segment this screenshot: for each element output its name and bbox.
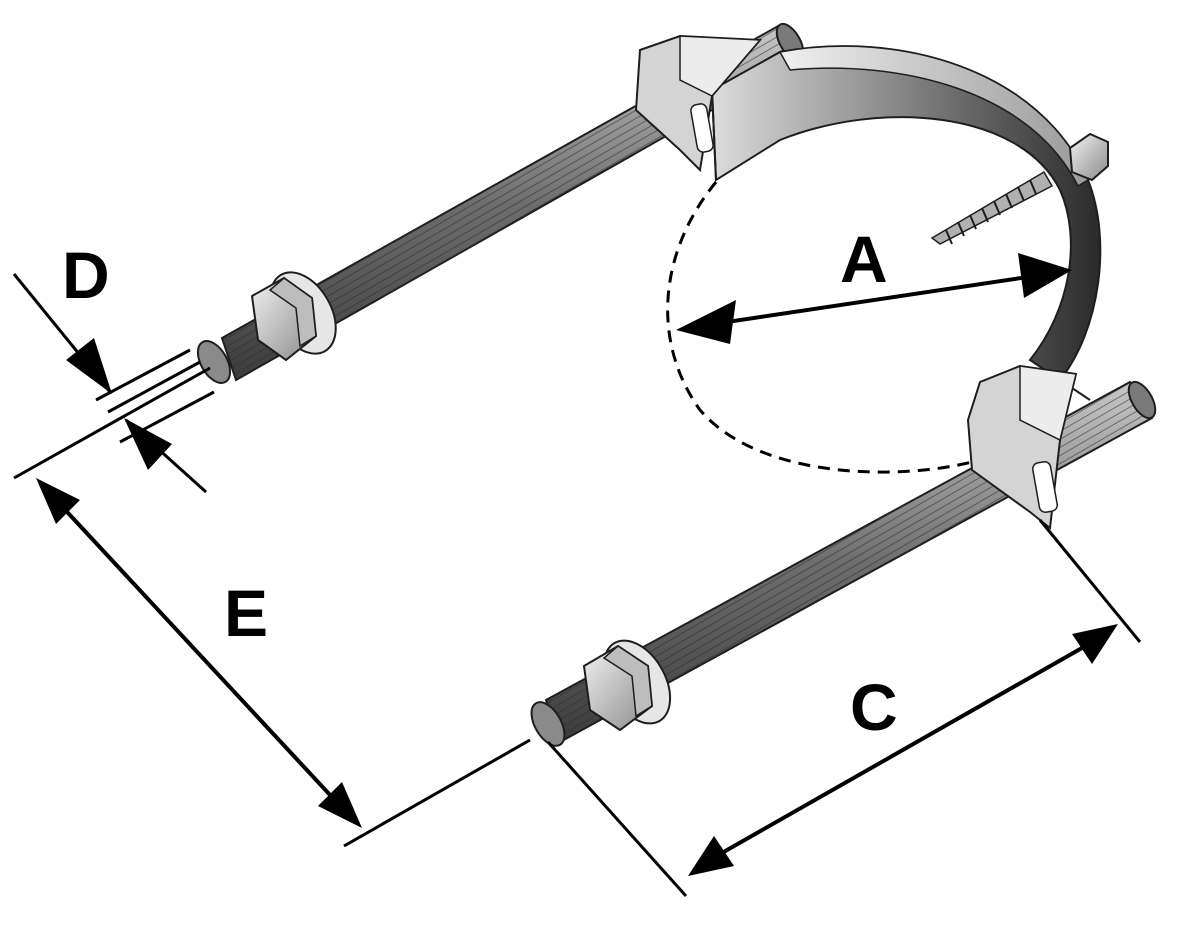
lower-hex-nut	[582, 639, 672, 732]
wood-screw	[930, 170, 1054, 245]
dimension-label-c: C	[850, 670, 898, 744]
dimension-label-e: E	[224, 576, 268, 650]
upper-bracket	[634, 34, 763, 173]
dimension-label-d: D	[62, 238, 110, 312]
hex-bolt-head	[1068, 132, 1109, 182]
dimension-d	[12, 273, 215, 494]
dimension-label-a: A	[840, 222, 888, 296]
lower-bracket	[966, 364, 1078, 530]
dimension-a	[676, 253, 1072, 344]
dimension-e	[13, 366, 531, 848]
pipe-outline-dashed	[666, 181, 973, 474]
dimension-c	[546, 519, 1142, 898]
upper-hex-nut	[250, 271, 337, 362]
clamp-band	[710, 45, 1102, 401]
